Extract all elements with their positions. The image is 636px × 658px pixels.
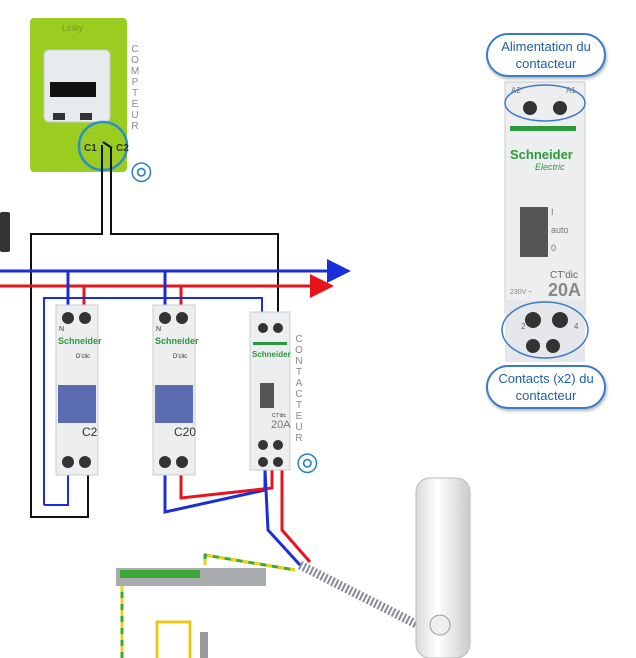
contactor-label: CONTACTEUR <box>295 334 303 444</box>
callout-contacts: Contacts (x2) du contacteur <box>486 365 606 409</box>
contactor-brand: Schneider <box>252 350 291 359</box>
terminal-a2: A2 <box>511 86 521 95</box>
breaker-brand: Schneider <box>155 336 199 346</box>
terminal-a1: A1 <box>566 86 576 95</box>
control-wires <box>30 145 279 518</box>
terminal-c2: C2 <box>116 143 129 154</box>
detail-voltage: 230V ~ <box>510 289 533 296</box>
breaker-rating: C2 <box>82 425 98 439</box>
click-hand-icon[interactable]: ◎ <box>296 446 319 476</box>
switch-on: I <box>551 207 554 217</box>
contactor-detail <box>501 81 589 362</box>
contact-4: 4 <box>574 322 579 331</box>
breaker-neutral: N <box>59 326 65 333</box>
breaker-model: D'clic <box>173 354 188 360</box>
meter-brand: Linky <box>62 23 84 33</box>
earth-bar <box>116 553 296 658</box>
switch-auto: auto <box>551 225 569 235</box>
contactor-model: CT'dic <box>272 413 287 419</box>
contactor <box>249 311 291 471</box>
callout-supply: Alimentation du contacteur <box>486 33 606 77</box>
water-heater <box>415 477 471 658</box>
click-hand-icon[interactable]: ◎ <box>130 155 153 185</box>
breaker-c20 <box>152 304 196 476</box>
detail-brand: Schneider <box>510 147 573 162</box>
detail-rating: 20A <box>548 280 582 300</box>
breaker-neutral: N <box>156 326 162 333</box>
electric-meter <box>30 18 129 172</box>
breaker-c2 <box>55 304 99 476</box>
terminal-c1: C1 <box>84 143 97 154</box>
sheathed-cable <box>297 560 421 630</box>
breaker-rating: C20 <box>174 425 197 439</box>
stray-device <box>0 212 10 252</box>
switch-off: 0 <box>551 243 557 253</box>
meter-label: COMPTEUR <box>130 44 140 132</box>
breaker-brand: Schneider <box>58 336 102 346</box>
contact-2: 2 <box>521 322 526 331</box>
breaker-model: D'clic <box>76 354 91 360</box>
contactor-rating: 20A <box>271 419 291 431</box>
detail-sub-brand: Electric <box>535 162 565 172</box>
detail-model: CT'dic <box>550 270 579 281</box>
